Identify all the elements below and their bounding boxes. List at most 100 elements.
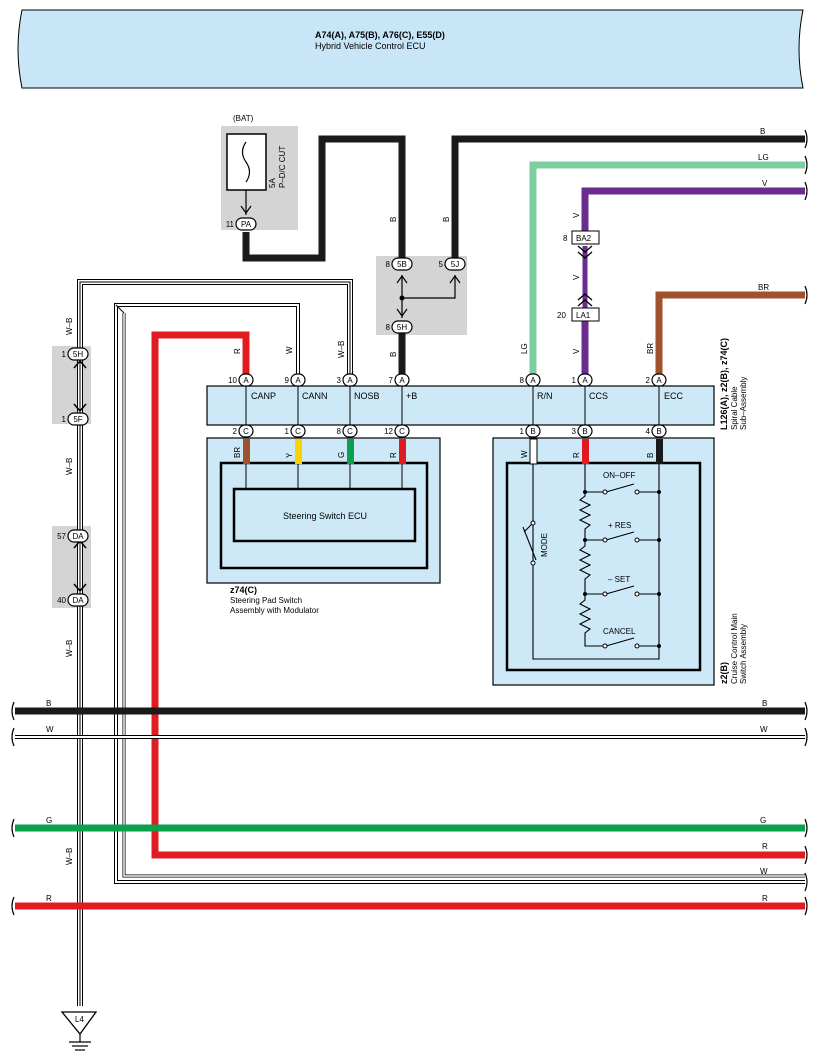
- spiral-title: L126(A), z2(B), z74(C) Spiral Cable Sub–…: [719, 338, 748, 430]
- svg-text:5J: 5J: [451, 260, 459, 269]
- svg-text:C: C: [295, 427, 301, 436]
- svg-text:8: 8: [337, 427, 342, 436]
- svg-text:G: G: [760, 816, 766, 825]
- svg-text:DA: DA: [72, 532, 84, 541]
- svg-text:A: A: [399, 376, 405, 385]
- spiral-b-pin-1: B3: [572, 424, 593, 438]
- spiral-top-pin-0: A10: [228, 373, 254, 387]
- svg-text:1: 1: [62, 415, 67, 424]
- svg-text:W–B: W–B: [65, 640, 74, 657]
- svg-text:5H: 5H: [73, 350, 83, 359]
- svg-text:CCS: CCS: [589, 391, 608, 401]
- junction-5b: 5B 8: [386, 257, 413, 271]
- spiral-c-pin-3: C 12: [384, 424, 410, 438]
- svg-text:1: 1: [520, 427, 525, 436]
- steering-ecu-label: Steering Switch ECU: [283, 511, 367, 521]
- spiral-b-pin-2: B4: [646, 424, 667, 438]
- svg-text:B: B: [656, 427, 661, 436]
- svg-text:2: 2: [233, 427, 238, 436]
- hybrid-ecu-banner: A74(A), A75(B), A76(C), E55(D) Hybrid Ve…: [17, 9, 804, 89]
- svg-text:B: B: [762, 699, 767, 708]
- svg-text:Steering Pad Switch: Steering Pad Switch: [230, 596, 302, 605]
- svg-text:R: R: [233, 348, 242, 354]
- svg-text:8: 8: [386, 260, 391, 269]
- steering-pad-assembly: Steering Switch ECU z74(C) Steering Pad …: [206, 437, 441, 615]
- svg-text:R/N: R/N: [537, 391, 553, 401]
- svg-text:NOSB: NOSB: [354, 391, 380, 401]
- svg-text:W–B: W–B: [337, 341, 346, 358]
- svg-text:BR: BR: [646, 343, 655, 354]
- svg-text:ECC: ECC: [664, 391, 684, 401]
- svg-text:1: 1: [572, 376, 577, 385]
- ecu-name: Hybrid Vehicle Control ECU: [315, 41, 426, 51]
- svg-text:C: C: [399, 427, 405, 436]
- svg-text:1: 1: [62, 350, 67, 359]
- junction-5j: 5J5: [439, 257, 466, 271]
- svg-text:A: A: [656, 376, 662, 385]
- svg-text:G: G: [46, 816, 52, 825]
- junction-5h: 5H8: [386, 320, 413, 334]
- ba2-connector: BA2 8: [563, 230, 600, 245]
- svg-text:V: V: [762, 179, 768, 188]
- svg-text:L4: L4: [75, 1015, 84, 1024]
- svg-text:A: A: [530, 376, 536, 385]
- svg-text:Switch Assembly: Switch Assembly: [739, 624, 748, 684]
- svg-text:Cruise Control Main: Cruise Control Main: [730, 613, 739, 684]
- svg-text:DA: DA: [72, 596, 84, 605]
- left-junction-5h: 5H 1: [62, 347, 89, 361]
- svg-text:10: 10: [228, 376, 237, 385]
- svg-text:R: R: [46, 894, 52, 903]
- wire-wb-nosb: [79, 281, 351, 1006]
- svg-text:W–B: W–B: [65, 458, 74, 475]
- spiral-c-pin-2: C8: [337, 424, 358, 438]
- wire-color-labels: B LG V BR B W G R W R B W G R R W W–B B …: [46, 127, 769, 903]
- la1-connector: LA1 20: [557, 307, 600, 322]
- mode-label: MODE: [540, 533, 549, 557]
- svg-text:LG: LG: [520, 343, 529, 354]
- svg-text:BR: BR: [758, 283, 769, 292]
- svg-text:9: 9: [285, 376, 290, 385]
- svg-text:Sub–Assembly: Sub–Assembly: [739, 377, 748, 430]
- ecu-connectors: A74(A), A75(B), A76(C), E55(D): [315, 30, 445, 40]
- wire-b-top: [451, 135, 805, 260]
- ground-l4: L4: [60, 1011, 98, 1051]
- svg-text:B: B: [442, 217, 451, 222]
- svg-text:BA2: BA2: [576, 234, 592, 243]
- svg-text:B: B: [389, 217, 398, 222]
- svg-text:B: B: [646, 453, 655, 458]
- wire-br: [655, 291, 805, 376]
- svg-text:B: B: [530, 427, 535, 436]
- on-off-label: ON–OFF: [603, 471, 636, 480]
- svg-text:7: 7: [389, 376, 394, 385]
- svg-text:+B: +B: [406, 391, 417, 401]
- svg-text:LA1: LA1: [576, 311, 591, 320]
- svg-text:5F: 5F: [73, 415, 82, 424]
- svg-text:Y: Y: [285, 452, 294, 458]
- svg-text:A: A: [347, 376, 353, 385]
- spiral-c-pin-1: C1: [285, 424, 306, 438]
- spiral-b-pin-0: B1: [520, 424, 541, 438]
- cancel-label: CANCEL: [603, 627, 636, 636]
- svg-text:2: 2: [646, 376, 651, 385]
- svg-text:5B: 5B: [397, 260, 407, 269]
- wire-v-top: [581, 187, 805, 232]
- svg-text:W–B: W–B: [65, 318, 74, 335]
- wire-b-fuse: [242, 135, 406, 262]
- svg-text:B: B: [582, 427, 587, 436]
- set-label: – SET: [608, 575, 630, 584]
- svg-text:W: W: [760, 725, 768, 734]
- svg-text:W–B: W–B: [65, 848, 74, 865]
- svg-text:C: C: [347, 427, 353, 436]
- svg-text:B: B: [389, 352, 398, 357]
- svg-text:CANN: CANN: [302, 391, 328, 401]
- svg-text:12: 12: [384, 427, 393, 436]
- wire-w-inner: [123, 313, 805, 877]
- spiral-top-pin-1: A9: [285, 373, 306, 387]
- svg-text:R: R: [762, 894, 768, 903]
- svg-text:(BAT): (BAT): [233, 114, 254, 123]
- svg-text:B: B: [760, 127, 765, 136]
